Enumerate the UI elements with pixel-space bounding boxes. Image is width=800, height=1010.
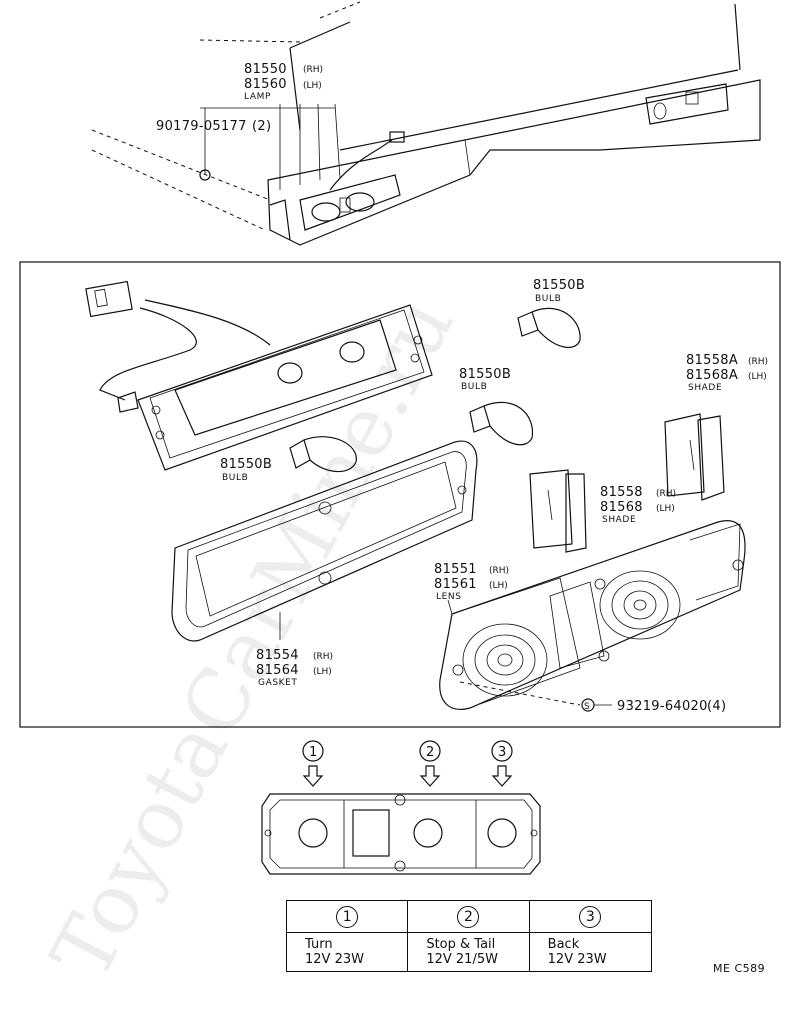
bulb-left-name: BULB: [222, 473, 248, 483]
lens-name: LENS: [436, 592, 462, 602]
shade-lh-part: 81568: [600, 500, 643, 515]
bulb-top-part: 81550B: [533, 278, 585, 293]
gasket-rh-part: 81554: [256, 648, 299, 663]
table-cell-stop-tail: Stop & Tail 12V 21/5W: [408, 933, 530, 971]
vehicle-rear-illustration: [91, 1, 761, 246]
lamp-name: LAMP: [244, 92, 271, 102]
watermark-text: ToyotaCarMine.ru: [34, 283, 473, 995]
table-header-1: 1: [287, 901, 409, 933]
bulb-left-illustration: [289, 436, 357, 473]
cell-spec: 12V 23W: [305, 952, 364, 967]
header-marker-2: 2: [457, 905, 480, 928]
shade-a-name: SHADE: [688, 383, 722, 393]
lamp-rh-side: (RH): [303, 65, 323, 75]
cell-function: Turn: [305, 937, 333, 952]
svg-text:3: 3: [498, 745, 507, 760]
shade-a-lh-side: (LH): [748, 372, 767, 382]
bulb-mid-name: BULB: [461, 382, 487, 392]
bulb-mid-part: 81550B: [459, 367, 511, 382]
shade-lh-side: (LH): [656, 504, 675, 514]
diagram-code: ME C589: [713, 962, 766, 975]
gasket-illustration: [171, 440, 478, 642]
bulb-top-name: BULB: [535, 294, 561, 304]
shade-rh-part: 81558: [600, 485, 643, 500]
nut-qty: (2): [252, 119, 271, 134]
shade-name: SHADE: [602, 515, 636, 525]
gasket-lh-side: (LH): [313, 667, 332, 677]
screw-part: 93219-64020: [617, 699, 708, 714]
svg-text:81550: 81550: [244, 62, 287, 77]
shade-a-rh-part: 81558A: [686, 353, 738, 368]
lamp-housing-illustration: [85, 280, 433, 471]
lens-lh-side: (LH): [489, 581, 508, 591]
lens-rh-side: (RH): [489, 566, 509, 576]
header-marker-1: 1: [336, 905, 359, 928]
screw-qty: (4): [707, 699, 726, 714]
table-cell-turn: Turn 12V 23W: [287, 933, 409, 971]
position-marker-2: 2: [419, 740, 441, 787]
position-marker-3: 3: [491, 740, 513, 787]
table-header-2: 2: [408, 901, 530, 933]
shade-a-rh-side: (RH): [748, 357, 768, 367]
cell-spec: 12V 23W: [547, 952, 607, 967]
gasket-lh-part: 81564: [256, 663, 299, 678]
gasket-rh-side: (RH): [313, 652, 333, 662]
nut-part: 90179-05177: [156, 119, 247, 134]
bulb-left-part: 81550B: [220, 457, 272, 472]
lamp-lh-part: 81560: [244, 77, 287, 92]
shade-a-illustration: [664, 413, 725, 501]
lamp-rh-part: 81550: [244, 62, 287, 77]
position-marker-1: 1: [302, 740, 324, 787]
exploded-view-frame: [19, 261, 781, 728]
shade-a-lh-part: 81568A: [686, 368, 738, 383]
svg-text:2: 2: [426, 745, 435, 760]
svg-text:1: 1: [309, 745, 318, 760]
table-cell-back: Back 12V 23W: [530, 933, 651, 971]
bulb-top-illustration: [517, 307, 581, 348]
cell-function: Stop & Tail: [426, 937, 496, 952]
lamp-front-view: [261, 793, 541, 875]
cell-function: Back: [547, 937, 580, 952]
bulb-middle-illustration: [469, 401, 534, 446]
header-marker-3: 3: [579, 905, 602, 928]
lens-rh-part: 81551: [434, 562, 477, 577]
shade-illustration: [529, 469, 587, 553]
svg-text:S: S: [584, 702, 590, 712]
table-header-3: 3: [529, 901, 651, 933]
lens-lh-part: 81561: [434, 577, 477, 592]
lens-illustration: [439, 520, 746, 710]
cell-spec: 12V 21/5W: [426, 952, 498, 967]
shade-rh-side: (RH): [656, 489, 676, 499]
lamp-lh-side: (LH): [303, 81, 322, 91]
gasket-name: GASKET: [258, 678, 298, 688]
bulb-spec-table: 1 2 3 Turn 12V 23W Stop & Tail 12V 21/5W…: [286, 900, 652, 972]
